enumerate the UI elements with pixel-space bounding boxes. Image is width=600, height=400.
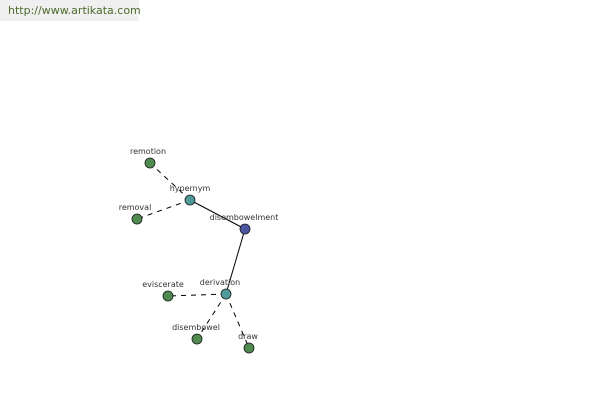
node-remotion[interactable] — [144, 157, 156, 169]
edge-derivation-eviscerate — [167, 293, 227, 297]
site-url-banner[interactable]: http://www.artikata.com — [0, 0, 141, 21]
edge-derivation-disembowel — [196, 293, 227, 340]
node-label-eviscerate[interactable]: eviscerate — [142, 280, 184, 289]
edge-disembowelment-hypernym — [189, 199, 246, 230]
node-label-removal[interactable]: removal — [119, 203, 152, 212]
edge-hypernym-remotion — [149, 162, 191, 201]
node-disembowelment[interactable] — [239, 223, 251, 235]
node-label-remotion[interactable]: remotion — [130, 147, 166, 156]
node-eviscerate[interactable] — [162, 290, 174, 302]
node-label-derivation[interactable]: derivation — [200, 278, 240, 287]
node-hypernym[interactable] — [184, 194, 196, 206]
node-removal[interactable] — [131, 213, 143, 225]
labels-layer: disembowelment hypernym derivation remotion… — [119, 147, 279, 341]
node-label-disembowelment[interactable]: disembowelment — [210, 213, 279, 222]
edge-disembowelment-derivation — [225, 228, 246, 295]
node-label-hypernym[interactable]: hypernym — [170, 184, 211, 193]
node-draw[interactable] — [243, 342, 255, 354]
node-disembowel[interactable] — [191, 333, 203, 345]
node-derivation[interactable] — [220, 288, 232, 300]
nodes-layer — [131, 157, 255, 354]
node-label-draw[interactable]: draw — [238, 332, 258, 341]
node-label-disembowel[interactable]: disembowel — [172, 323, 220, 332]
edges-layer — [136, 162, 250, 349]
